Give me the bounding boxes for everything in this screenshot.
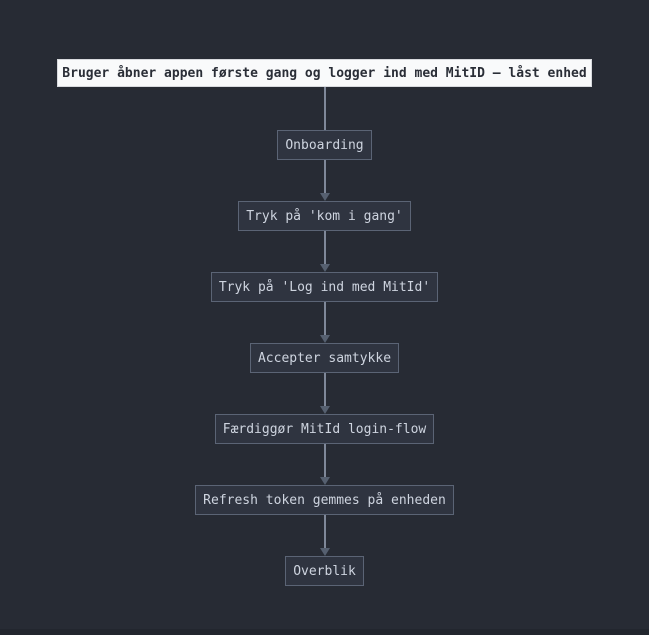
flow-node-tryk-log-ind-med-mitid: Tryk på 'Log ind med MitId' xyxy=(210,272,439,302)
connector-refresh-token-to-overblik xyxy=(319,515,330,556)
connector-line xyxy=(323,160,326,193)
connector-line xyxy=(323,373,326,406)
flow-node-label: Accepter samtykke xyxy=(257,350,392,366)
connector-line xyxy=(323,302,326,335)
connector-login-flow-to-refresh-token xyxy=(319,444,330,485)
connector-line xyxy=(323,87,326,130)
arrow-down-icon xyxy=(319,477,330,485)
flow-node-overblik: Overblik xyxy=(285,556,364,586)
flow-node-faerdiggoer-mitid-login-flow: Færdiggør MitId login-flow xyxy=(214,414,435,444)
arrow-down-icon xyxy=(319,335,330,343)
flow-node-label: Overblik xyxy=(293,563,356,579)
arrow-down-icon xyxy=(319,406,330,414)
connector-line xyxy=(323,444,326,477)
flow-node-label: Onboarding xyxy=(285,137,364,153)
flow-node-accepter-samtykke: Accepter samtykke xyxy=(249,343,400,373)
arrow-down-icon xyxy=(319,548,330,556)
connector-line xyxy=(323,231,326,264)
connector-onboarding-to-kom-i-gang xyxy=(319,160,330,201)
flow-title-node: Bruger åbner appen første gang og logger… xyxy=(57,59,592,87)
flow-node-refresh-token-gemmes: Refresh token gemmes på enheden xyxy=(195,485,454,515)
connector-title-to-onboarding xyxy=(323,87,326,130)
connector-line xyxy=(323,515,326,548)
connector-log-ind-to-samtykke xyxy=(319,302,330,343)
bottom-edge-strip xyxy=(0,629,649,635)
arrow-down-icon xyxy=(319,264,330,272)
flow-node-onboarding: Onboarding xyxy=(277,130,372,160)
flow-node-label: Færdiggør MitId login-flow xyxy=(222,421,427,437)
flow-node-label: Tryk på 'kom i gang' xyxy=(246,208,403,224)
flow-title-label: Bruger åbner appen første gang og logger… xyxy=(62,65,587,81)
flow-node-tryk-kom-i-gang: Tryk på 'kom i gang' xyxy=(238,201,411,231)
arrow-down-icon xyxy=(319,193,330,201)
flow-node-label: Refresh token gemmes på enheden xyxy=(203,492,446,508)
connector-kom-i-gang-to-log-ind xyxy=(319,231,330,272)
connector-samtykke-to-login-flow xyxy=(319,373,330,414)
flow-node-label: Tryk på 'Log ind med MitId' xyxy=(218,279,431,295)
